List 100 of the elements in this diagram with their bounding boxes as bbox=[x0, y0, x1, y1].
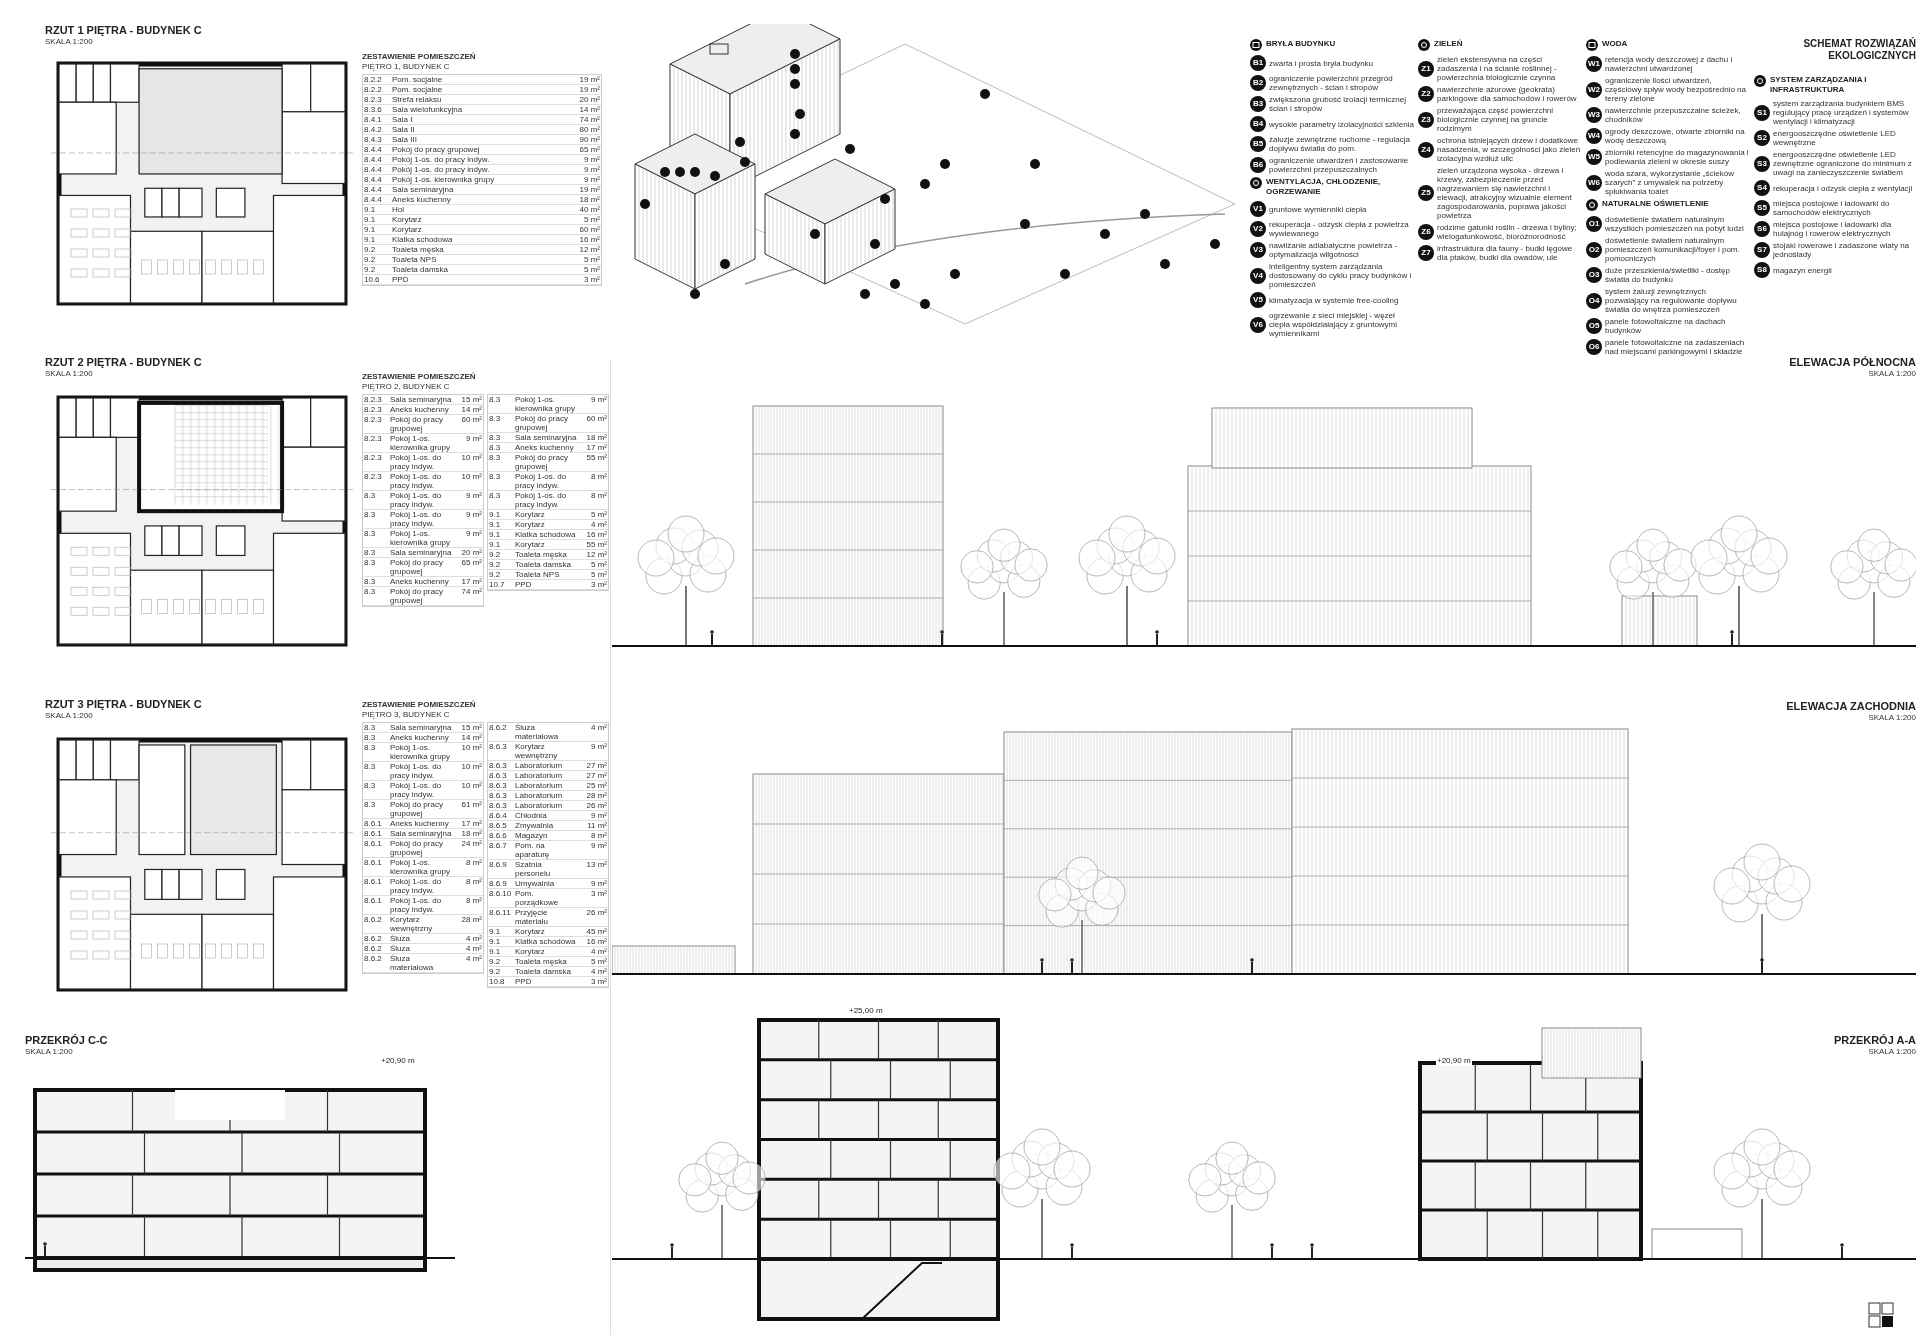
measure-description: panele fotowoltaiczne na dachach budynków bbox=[1605, 317, 1727, 335]
room-area: 40 m² bbox=[570, 205, 600, 214]
room-code: 8.3 bbox=[364, 491, 377, 502]
code-badge: Z7 bbox=[1418, 245, 1434, 261]
room-code: 9.2 bbox=[489, 560, 502, 569]
room-name: Pokój 1-os. kierownika grupy bbox=[515, 395, 577, 413]
room-name: Śluza bbox=[390, 944, 411, 953]
room-name: Pokój 1-os. kierownika grupy bbox=[390, 434, 452, 452]
room-area: 5 m² bbox=[581, 510, 607, 519]
room-code: 8.3 bbox=[364, 510, 377, 521]
room-area: 14 m² bbox=[570, 105, 600, 114]
code-badge: B2 bbox=[1250, 75, 1266, 91]
code-badge: V5 bbox=[1250, 292, 1266, 308]
code-badge: S4 bbox=[1754, 180, 1770, 196]
room-code: 8.6.2 bbox=[364, 944, 383, 953]
room-code: 8.4.4 bbox=[364, 175, 383, 184]
room-code: 9.2 bbox=[489, 967, 502, 976]
room-code: 8.3.6 bbox=[364, 105, 383, 114]
room-code: 8.3 bbox=[364, 733, 377, 742]
room-area: 4 m² bbox=[456, 944, 482, 953]
code-badge: V3 bbox=[1250, 242, 1266, 258]
room-code: 8.6.9 bbox=[489, 860, 508, 871]
drawing-title: RZUT 3 PIĘTRA - BUDYNEK C bbox=[45, 698, 202, 711]
room-area: 18 m² bbox=[581, 433, 607, 442]
room-name: Pokój 1-os. do pracy indyw. bbox=[390, 453, 443, 471]
room-area: 60 m² bbox=[456, 415, 482, 433]
room-area: 90 m² bbox=[570, 135, 600, 144]
room-name: Toaleta męska bbox=[515, 550, 568, 559]
room-area: 9 m² bbox=[581, 879, 607, 888]
room-code: 8.2.3 bbox=[364, 395, 383, 404]
room-code: 8.6.2 bbox=[364, 934, 383, 943]
measure-description: panele fotowoltaiczne na zadaszeniach nad miejscami parkingowymi i składzie bbox=[1605, 338, 1746, 356]
drawing-title: RZUT 2 PIĘTRA - BUDYNEK C bbox=[45, 356, 202, 369]
room-area: 26 m² bbox=[581, 908, 607, 926]
room-name: Toaleta NPS bbox=[392, 255, 438, 264]
room-name: Toaleta damska bbox=[515, 560, 573, 569]
room-name: Klatka schodowa bbox=[515, 530, 577, 539]
measure-description: żaluzje zewnętrzne ruchome - regulacja dopływu światła do pom. bbox=[1269, 135, 1411, 153]
room-code: 9.1 bbox=[489, 510, 502, 519]
measure-description: wysokie parametry izolacyjności szklenia bbox=[1269, 119, 1414, 129]
room-name: Korytarz bbox=[515, 520, 546, 529]
room-code: 8.2.3 bbox=[364, 434, 383, 445]
room-area: 3 m² bbox=[581, 977, 607, 986]
room-area: 19 m² bbox=[570, 75, 600, 84]
room-name: Aneks kuchenny bbox=[392, 195, 452, 204]
measure-description: energooszczędne oświetlenie LED wewnętrzne bbox=[1773, 129, 1897, 147]
drawing-title: ELEWACJA PÓŁNOCNA bbox=[1789, 356, 1916, 369]
room-code: 9.1 bbox=[489, 927, 502, 936]
measure-description: ochrona istniejących drzew i dodatkowe nasadzenia, w szczególności jako zieleń izolacyjna wzdłuż ulic bbox=[1437, 136, 1582, 163]
room-code: 8.6.3 bbox=[489, 791, 508, 800]
room-name: Pokój 1-os. kierownika grupy bbox=[392, 175, 496, 184]
room-area: 17 m² bbox=[581, 443, 607, 452]
room-code: 10.6 bbox=[364, 275, 381, 284]
room-name: Strefa relaksu bbox=[392, 95, 443, 104]
room-name: Umywalnia bbox=[515, 879, 556, 888]
room-area: 9 m² bbox=[456, 434, 482, 452]
code-badge: B4 bbox=[1250, 116, 1266, 132]
table-subheading: PIĘTRO 3, BUDYNEK C bbox=[362, 710, 451, 720]
room-code: 8.3 bbox=[489, 443, 502, 452]
room-area: 5 m² bbox=[581, 560, 607, 569]
scale-label: SKALA 1:200 bbox=[45, 37, 93, 47]
code-badge: B3 bbox=[1250, 96, 1266, 112]
room-area: 17 m² bbox=[456, 577, 482, 586]
code-badge: O6 bbox=[1586, 339, 1602, 355]
room-area: 5 m² bbox=[581, 957, 607, 966]
room-name: Sala seminaryjna bbox=[390, 723, 453, 732]
room-area: 5 m² bbox=[570, 255, 600, 264]
room-area: 45 m² bbox=[581, 927, 607, 936]
measure-description: retencja wody deszczowej z dachu i nawierzchni utwardzonej bbox=[1605, 55, 1734, 73]
code-badge: Z6 bbox=[1418, 224, 1434, 240]
room-area: 5 m² bbox=[581, 570, 607, 579]
room-name: Pom. porządkowe bbox=[515, 889, 560, 907]
room-code: 10.7 bbox=[489, 580, 506, 589]
room-code: 8.6.4 bbox=[489, 811, 508, 820]
room-code: 8.2.3 bbox=[364, 415, 383, 426]
room-name: Pokój 1-os. do pracy indyw. bbox=[390, 510, 443, 528]
room-area: 55 m² bbox=[581, 453, 607, 471]
room-code: 8.6.11 bbox=[489, 908, 512, 919]
room-area: 18 m² bbox=[570, 195, 600, 204]
code-badge: S8 bbox=[1754, 262, 1770, 278]
code-badge: S6 bbox=[1754, 221, 1770, 237]
room-area: 74 m² bbox=[456, 587, 482, 605]
room-name: Aneks kuchenny bbox=[515, 443, 575, 452]
code-badge: O3 bbox=[1586, 267, 1602, 283]
room-code: 10.8 bbox=[489, 977, 506, 986]
measure-description: ograniczenie ilości utwardzeń, częściowy spływ wody bezpośrednio na tereny zielone bbox=[1605, 76, 1747, 103]
room-code: 8.2.3 bbox=[364, 453, 383, 464]
room-name: Pokój 1-os. do pracy indyw. bbox=[390, 781, 443, 799]
room-area: 74 m² bbox=[570, 115, 600, 124]
room-area: 60 m² bbox=[581, 414, 607, 432]
room-name: Toaleta NPS bbox=[515, 570, 561, 579]
room-area: 8 m² bbox=[456, 896, 482, 914]
room-code: 8.6.3 bbox=[489, 771, 508, 780]
room-name: Sala seminaryjna bbox=[390, 829, 453, 838]
measure-description: woda szara, wykorzystanie „ścieków szarych” z umywalek na potrzeby spłukiwania toalet bbox=[1605, 169, 1735, 196]
scale-label: SKALA 1:200 bbox=[45, 711, 93, 721]
room-name: Sala seminaryjna bbox=[390, 548, 453, 557]
room-name: Pom. socjalne bbox=[392, 75, 444, 84]
room-name: Sala I bbox=[392, 115, 414, 124]
room-name: Hol bbox=[392, 205, 405, 214]
